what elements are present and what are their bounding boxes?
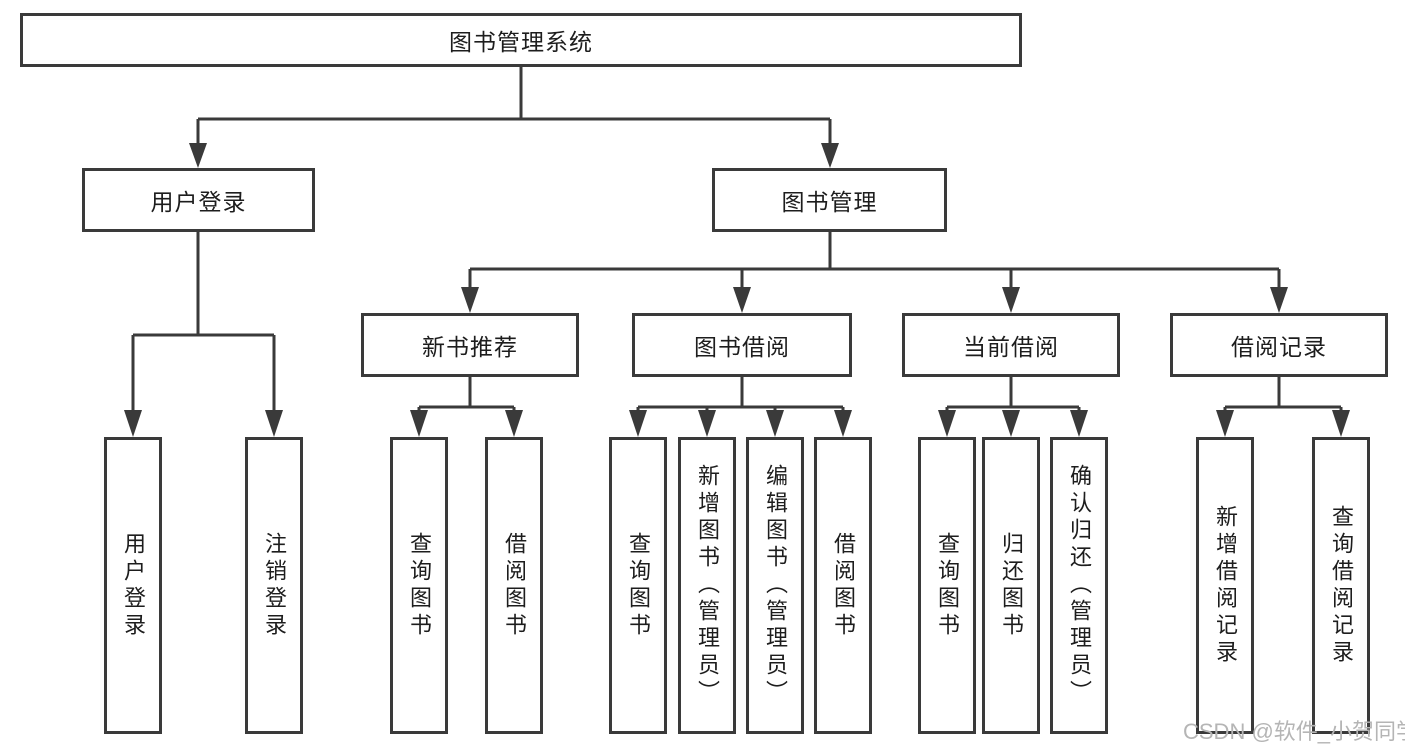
node-label: 用户登录 [150,189,247,215]
leaf-return-books: 归还图书 [982,437,1040,734]
node-label: 借阅图书 [831,531,856,640]
node-label: 新增借阅记录 [1213,504,1238,667]
node-label: 借阅记录 [1231,334,1327,360]
node-label: 图书管理系统 [449,29,593,55]
node-label: 确认归还（管理员） [1067,464,1092,707]
node-book-management: 图书管理 [712,168,947,232]
node-label: 当前借阅 [963,334,1059,360]
leaf-borrow-books: 借阅图书 [814,437,872,734]
leaf-edit-books-admin: 编辑图书（管理员） [746,437,804,734]
leaf-user-login: 用户登录 [104,437,162,734]
leaf-logout: 注销登录 [245,437,303,734]
node-library-management-system: 图书管理系统 [20,13,1022,67]
leaf-query-books-current: 查询图书 [918,437,976,734]
node-label: 新增图书（管理员） [695,464,720,707]
node-label: 查询图书 [626,531,651,640]
leaf-query-books-borrow: 查询图书 [609,437,667,734]
node-label: 查询图书 [935,531,960,640]
node-label: 归还图书 [999,531,1024,640]
node-label: 图书借阅 [694,334,790,360]
node-label: 新书推荐 [422,334,518,360]
node-label: 编辑图书（管理员） [763,464,788,707]
csdn-watermark: CSDN @软件_小贺同学 [1183,719,1405,744]
node-user-login: 用户登录 [82,168,315,232]
leaf-confirm-return-admin: 确认归还（管理员） [1050,437,1108,734]
node-label: 查询图书 [407,531,432,640]
leaf-add-books-admin: 新增图书（管理员） [678,437,736,734]
node-label: 注销登录 [262,531,287,640]
node-current-borrowing: 当前借阅 [902,313,1120,377]
node-label: 查询借阅记录 [1329,504,1354,667]
leaf-add-borrow-record: 新增借阅记录 [1196,437,1254,734]
leaf-borrow-books-recommend: 借阅图书 [485,437,543,734]
node-new-book-recommendation: 新书推荐 [361,313,579,377]
node-book-borrowing: 图书借阅 [632,313,852,377]
node-borrowing-records: 借阅记录 [1170,313,1388,377]
leaf-query-books-recommend: 查询图书 [390,437,448,734]
leaf-query-borrow-record: 查询借阅记录 [1312,437,1370,734]
node-label: 借阅图书 [502,531,527,640]
node-label: 图书管理 [781,189,878,215]
node-label: 用户登录 [121,531,146,640]
